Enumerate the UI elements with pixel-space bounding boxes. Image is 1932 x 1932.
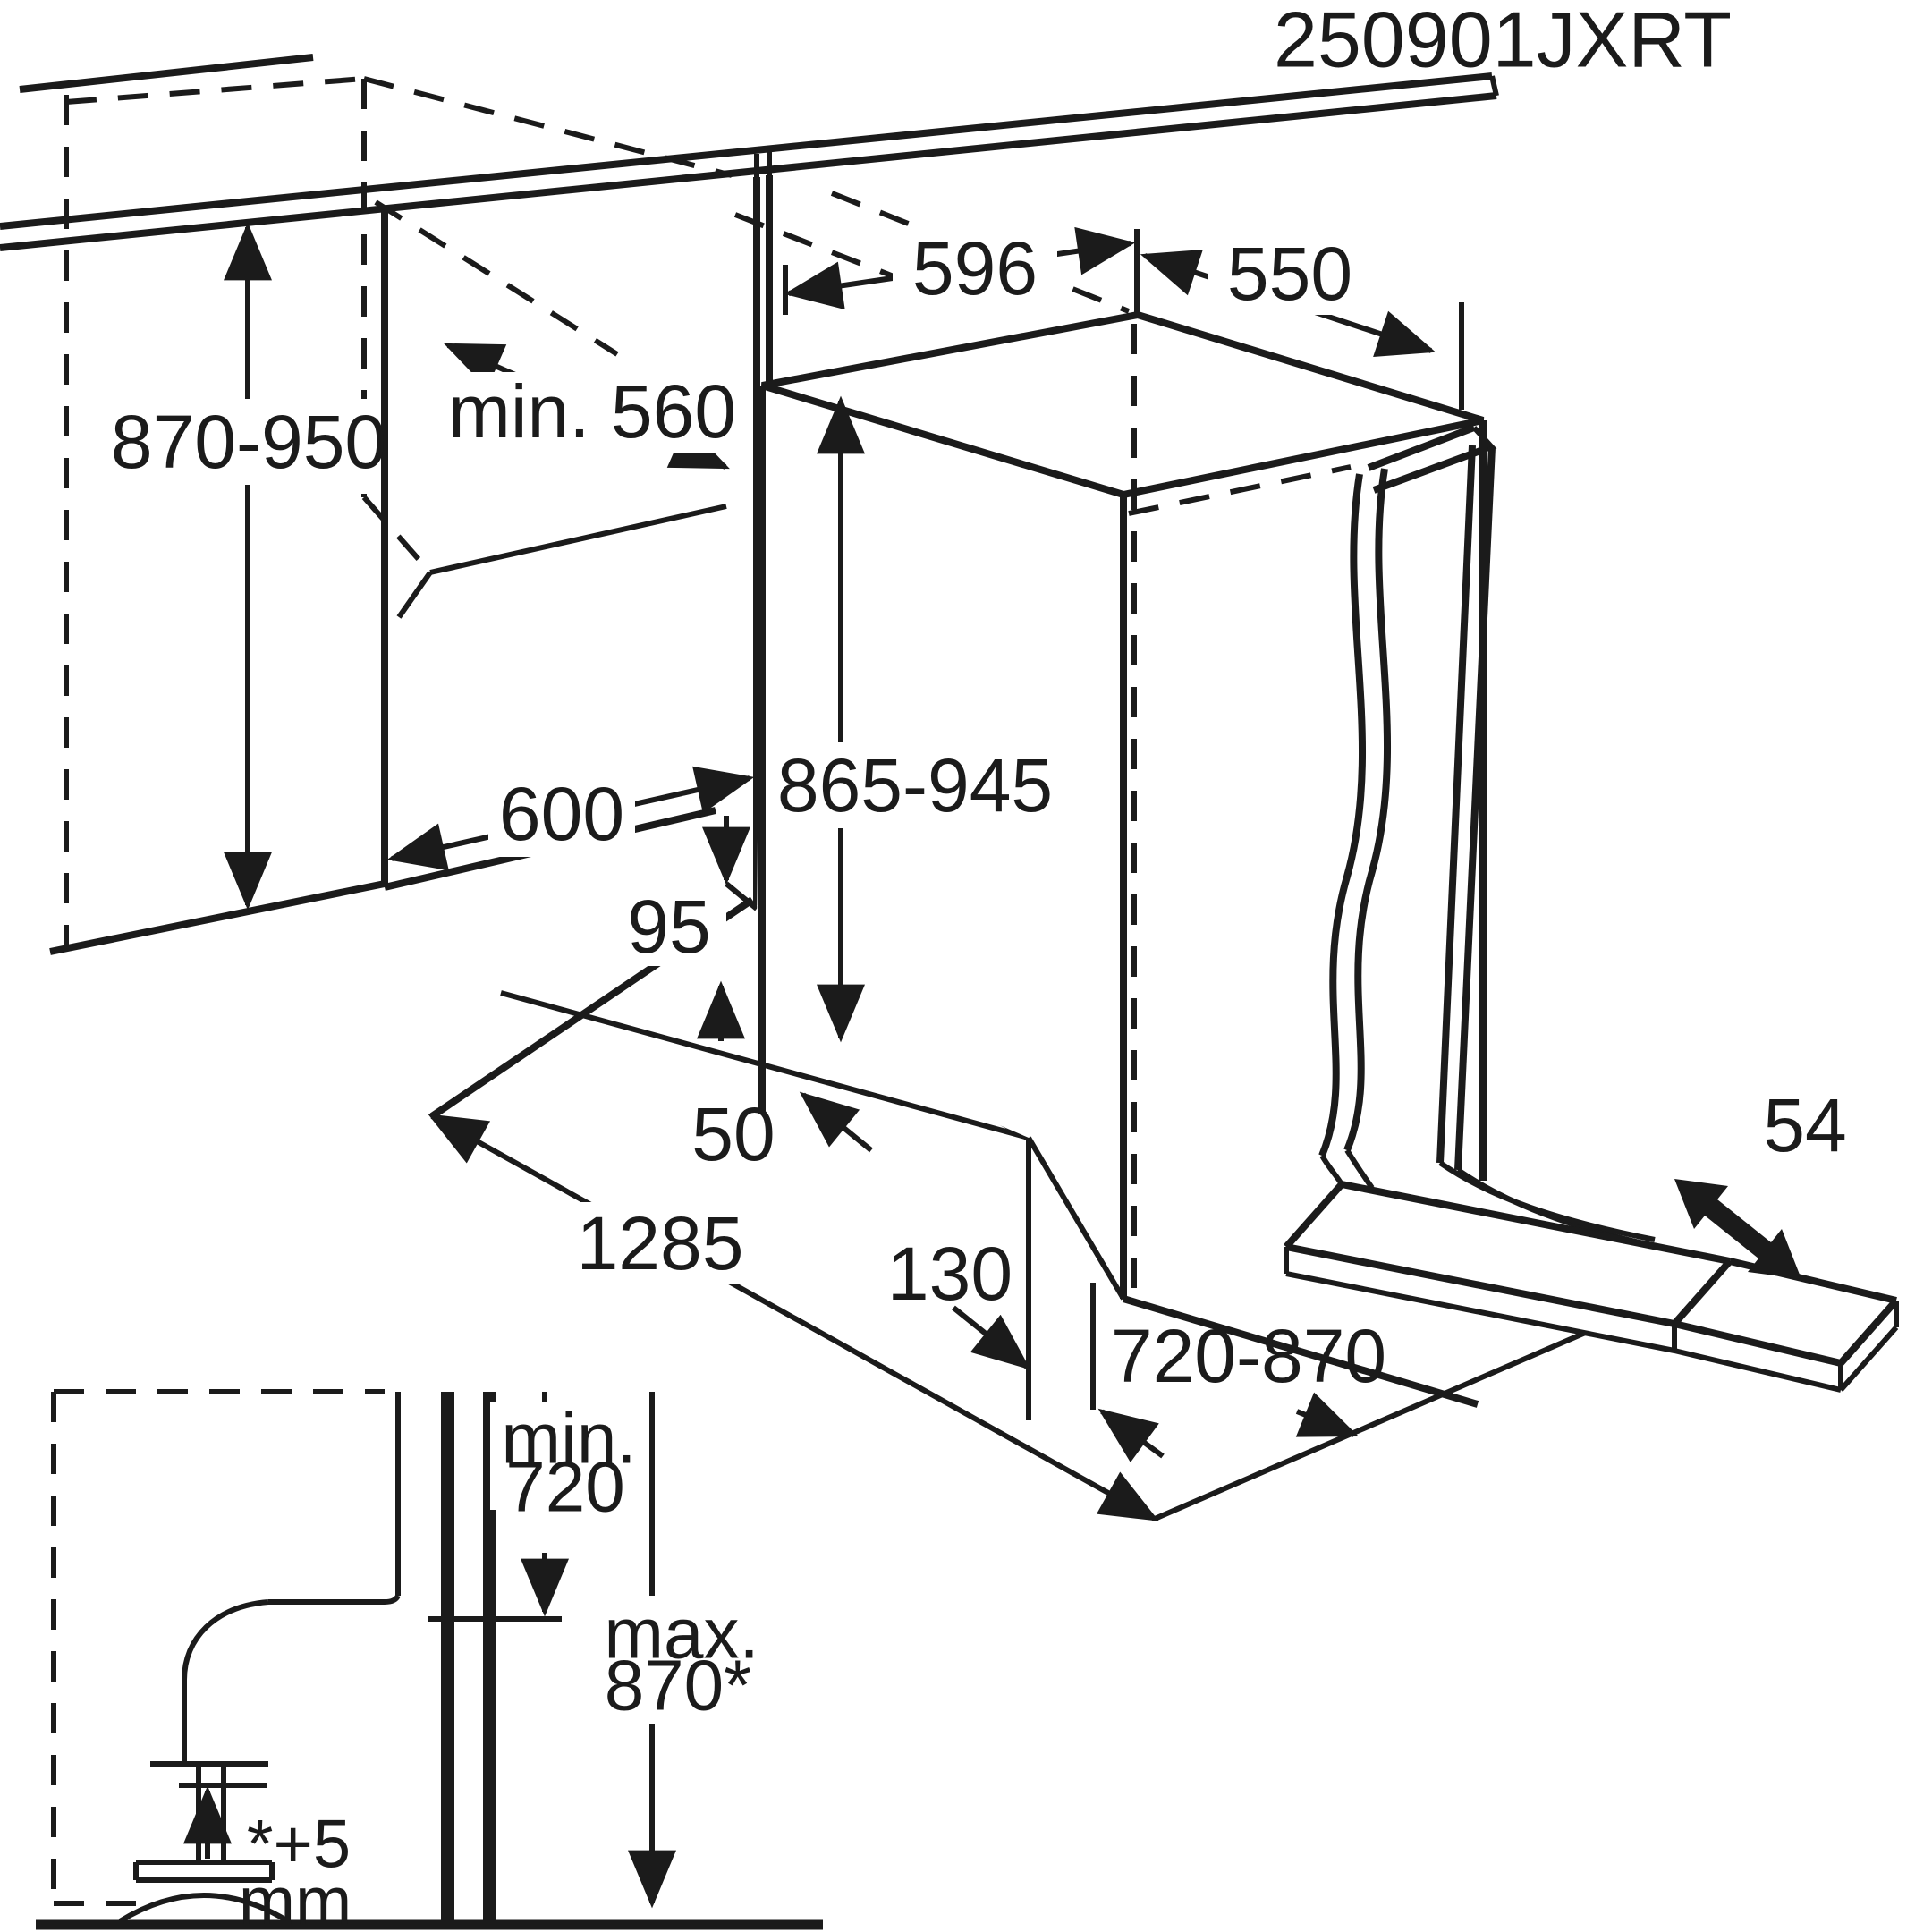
plinth-recess-label: 50 — [691, 1092, 775, 1176]
niche-dashed-top-right — [363, 76, 733, 178]
door-open-step-left-edge — [1672, 1258, 1733, 1326]
dim-arrow-reach-right — [1295, 1392, 1360, 1437]
inset-counter-underside — [268, 1594, 401, 1605]
label-mask — [488, 775, 635, 857]
appliance-depth-label: 550 — [1227, 232, 1352, 316]
inset-wall-bar-left — [441, 1392, 454, 1925]
door-open-thickness-front — [1285, 1271, 1675, 1353]
label-mask — [490, 1402, 644, 1510]
door-fold-wavy-left-end — [1319, 1154, 1344, 1186]
door-fold-wavy-right-end — [1344, 1148, 1375, 1190]
inset-foot-plate — [133, 1860, 275, 1883]
niche-dashed-floor-corner — [361, 496, 433, 574]
inset-foot-dome — [118, 1893, 290, 1924]
door-open-front-edge — [1285, 1243, 1675, 1327]
door-clearance-label: 130 — [887, 1232, 1013, 1316]
niche-dashed-depth-line — [374, 199, 619, 357]
counter-height-label: 870-950 — [111, 400, 386, 484]
label-mask — [451, 372, 735, 453]
depth-door-open-label: 1285 — [577, 1201, 744, 1285]
double-arrow-door-travel — [1674, 1179, 1801, 1279]
label-mask — [614, 889, 726, 966]
countertop-right-cap — [1489, 75, 1499, 97]
foot-adjust-value-label: *+5 — [247, 1807, 351, 1883]
panel-max-value-label: 870* — [605, 1646, 752, 1725]
dishwasher-hidden-front-top-edge — [1128, 464, 1352, 516]
plinth-height-label: 95 — [627, 885, 710, 969]
label-mask — [125, 399, 372, 485]
door-open-step-right-cap — [1838, 1298, 1899, 1366]
plinth-min-value-label: 720 — [505, 1447, 624, 1527]
plinth-step-diagonal — [724, 881, 758, 911]
niche-floor-left-edge — [396, 571, 433, 619]
drawing-code-label: 250901JXRT — [1274, 0, 1732, 84]
door-break-wavy-right — [1343, 468, 1392, 1152]
inset-plinth-profile — [182, 1599, 269, 1764]
open-door-reach-label: 720-870 — [1111, 1314, 1386, 1398]
door-open-step-front-edge — [1674, 1320, 1842, 1367]
label-mask — [778, 742, 1052, 828]
inset-wall-bar-right — [483, 1392, 496, 1925]
door-open-left-cap — [1284, 1182, 1344, 1250]
dim-arrow-door-clearance — [952, 1305, 1031, 1370]
panel-max-prefix-label: max. — [604, 1594, 758, 1674]
plinth-min-prefix-label: min. — [501, 1399, 636, 1479]
dim-arrow-recess-diag — [799, 1091, 873, 1153]
door-right-edge-inner — [1436, 445, 1476, 1164]
door-travel-label: 54 — [1763, 1083, 1846, 1167]
door-top-edge-outer — [1367, 424, 1476, 471]
door-open-thickness-right-cap — [1838, 1326, 1899, 1392]
cabinet-toe-line — [49, 880, 386, 955]
countertop-back-edge — [19, 54, 314, 93]
dishwasher-door — [1284, 420, 1899, 1393]
appliance-height-label: 865-945 — [777, 743, 1053, 827]
foot-detail-inset: min. 720 max. 870* *+5 mm — [36, 1389, 823, 1932]
door-open-top-edge — [1341, 1181, 1731, 1265]
niche-floor-rear-edge — [429, 504, 727, 575]
label-mask — [592, 1596, 758, 1724]
label-mask — [1208, 234, 1372, 315]
door-open-thickness-step-front — [1674, 1348, 1842, 1393]
appliance-width-label: 596 — [912, 226, 1038, 310]
label-mask — [580, 1202, 741, 1284]
niche-depth-label: min. 560 — [448, 369, 736, 453]
dimension-annotations: 250901JXRT 870-950 min. 560 596 550 865-… — [111, 0, 1847, 1521]
dim-arrow-reach-left — [1097, 1408, 1165, 1462]
dim-line-depth-door-open — [428, 1114, 1159, 1521]
countertop-front-bottom-edge — [0, 92, 1497, 251]
door-break-wavy-left — [1318, 473, 1367, 1157]
door-top-edge-inner — [1372, 447, 1482, 494]
door-fold-curve-inner — [1438, 1160, 1656, 1242]
countertop-front-top-edge — [0, 72, 1493, 230]
dishwasher-bottom-front-edge — [1122, 1295, 1479, 1408]
dishwasher-silhouette — [756, 315, 1483, 1410]
niche-width-label: 600 — [499, 772, 624, 856]
foot-adjust-unit-label: mm — [239, 1864, 352, 1932]
label-mask — [893, 227, 1057, 309]
